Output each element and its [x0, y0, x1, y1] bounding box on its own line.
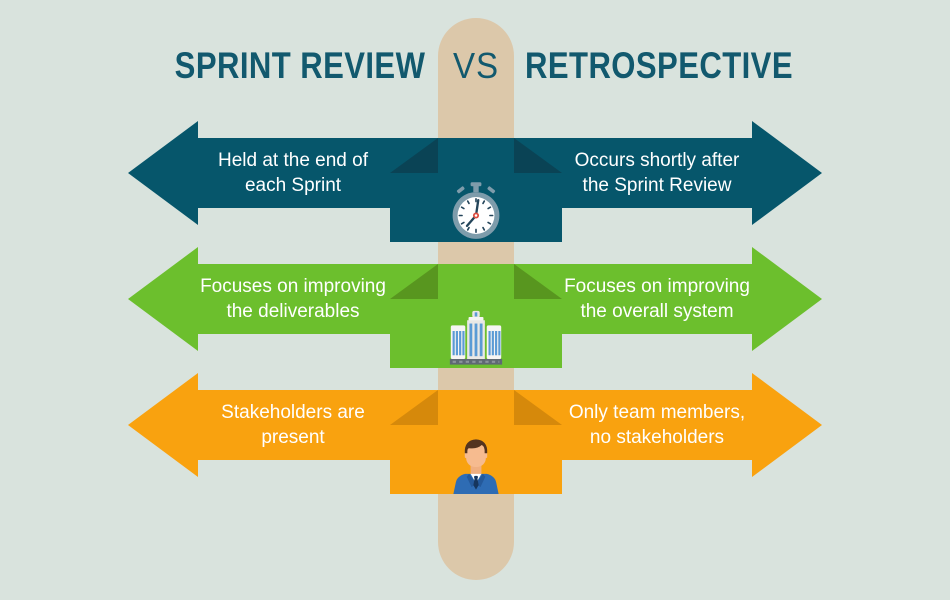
left-arrowhead — [128, 247, 198, 351]
title-retrospective: RETROSPECTIVE — [525, 45, 793, 86]
right-statement: Only team members, no stakeholders — [568, 402, 746, 448]
left-arrowhead — [128, 121, 198, 225]
left-arrowhead — [128, 373, 198, 477]
title-sprint-review: SPRINT REVIEW — [174, 45, 426, 86]
left-statement: Stakeholders are present — [221, 402, 365, 448]
stopwatch-icon — [449, 182, 503, 240]
title-vs: VS — [452, 45, 500, 86]
left-statement: Held at the end of each Sprint — [218, 150, 368, 196]
right-arrowhead — [752, 247, 822, 351]
right-statement: Occurs shortly after the Sprint Review — [574, 150, 740, 196]
right-statement: Focuses on improving the overall system — [564, 276, 750, 322]
right-arrowhead — [752, 121, 822, 225]
left-statement: Focuses on improving the deliverables — [200, 276, 386, 322]
capitol-building-icon — [448, 310, 504, 366]
businessman-icon — [446, 437, 506, 494]
right-arrowhead — [752, 373, 822, 477]
